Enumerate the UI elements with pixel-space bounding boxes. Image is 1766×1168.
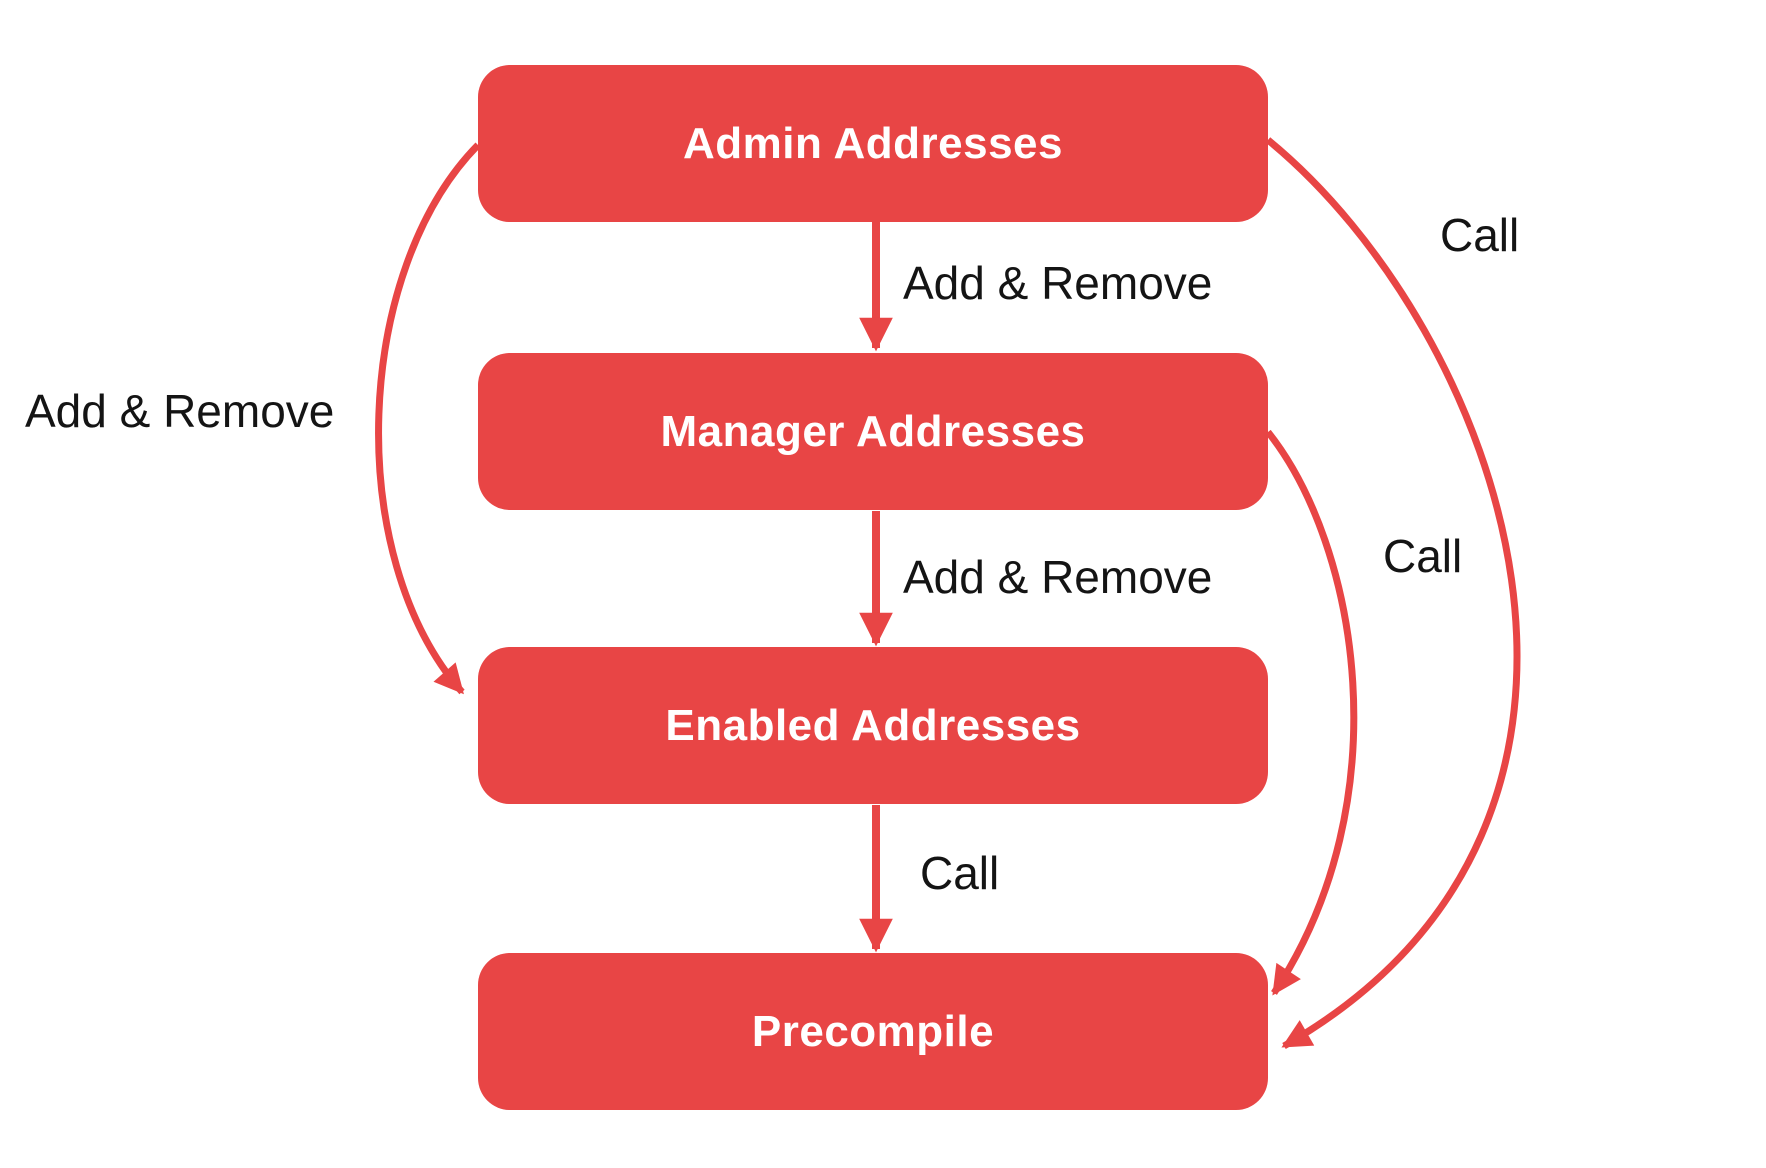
edge-label-admin-to-manager: Add & Remove: [903, 257, 1213, 309]
edge-label-manager-to-precompile: Call: [1383, 530, 1463, 582]
edge-admin-to-enabled-arrow: [375, 142, 481, 695]
edge-label-enabled-to-precompile: Call: [920, 847, 1000, 899]
node-enabled-addresses-label: Enabled Addresses: [665, 700, 1081, 750]
node-manager-addresses: Manager Addresses: [478, 353, 1268, 510]
edge-label-manager-to-enabled: Add & Remove: [903, 551, 1213, 603]
edge-manager-to-precompile-arrow: [1265, 429, 1358, 996]
node-precompile: Precompile: [478, 953, 1268, 1110]
node-admin-addresses-label: Admin Addresses: [683, 118, 1063, 168]
edge-admin-to-precompile-arrow: [1265, 137, 1521, 1050]
edge-label-admin-to-precompile: Call: [1440, 209, 1520, 261]
node-admin-addresses: Admin Addresses: [478, 65, 1268, 222]
node-manager-addresses-label: Manager Addresses: [660, 406, 1086, 456]
edge-label-admin-to-enabled: Add & Remove: [25, 385, 335, 437]
node-enabled-addresses: Enabled Addresses: [478, 647, 1268, 804]
node-precompile-label: Precompile: [751, 1006, 995, 1056]
